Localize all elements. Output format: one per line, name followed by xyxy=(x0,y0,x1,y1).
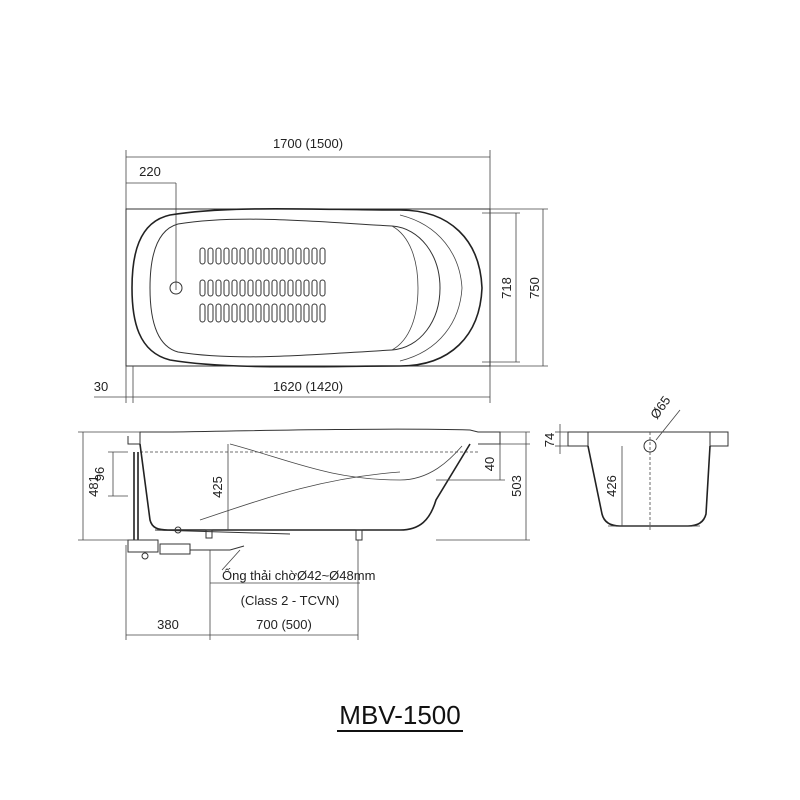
anti-slip-slot xyxy=(231,247,238,265)
anti-slip-slot xyxy=(271,303,278,323)
dim-depth-side: 425 xyxy=(210,476,225,498)
dim-end-rim: 74 xyxy=(542,433,557,447)
anti-slip-slot xyxy=(263,279,270,297)
anti-slip-slot xyxy=(223,279,230,297)
anti-slip-slot xyxy=(199,247,206,265)
anti-slip-slot xyxy=(295,279,302,297)
anti-slip-slot xyxy=(311,247,318,265)
anti-slip-slot xyxy=(303,279,310,297)
anti-slip-slot xyxy=(311,303,318,323)
anti-slip-slot xyxy=(223,247,230,265)
anti-slip-slot xyxy=(231,303,238,323)
anti-slip-slot xyxy=(239,303,246,323)
dim-drain-offset: 220 xyxy=(139,164,161,179)
drain-hole xyxy=(169,281,183,295)
dim-rim-height: 40 xyxy=(482,457,497,471)
anti-slip-slot xyxy=(271,247,278,265)
anti-slip-slot xyxy=(319,303,326,323)
dim-height-total: 481 xyxy=(86,475,101,497)
dim-support-distance: 700 (500) xyxy=(256,617,312,632)
pipe-standard: (Class 2 - TCVN) xyxy=(241,593,340,608)
anti-slip-slot xyxy=(239,279,246,297)
drain-assembly xyxy=(127,452,291,560)
end-drain-hole xyxy=(643,439,657,453)
anti-slip-slot xyxy=(303,303,310,323)
end-view: Ø65 74 426 xyxy=(542,393,729,532)
anti-slip-slot xyxy=(199,279,206,297)
anti-slip-slot xyxy=(199,303,206,323)
anti-slip-slot xyxy=(207,303,214,323)
anti-slip-slot xyxy=(215,247,222,265)
anti-slip-slot xyxy=(303,247,310,265)
anti-slip-slot xyxy=(255,279,262,297)
dim-inner-length: 1620 (1420) xyxy=(273,379,343,394)
dim-overall-length: 1700 (1500) xyxy=(273,136,343,151)
support-foot xyxy=(355,529,363,541)
anti-slip-slot xyxy=(279,247,286,265)
anti-slip-slot xyxy=(295,303,302,323)
anti-slip-slot xyxy=(319,279,326,297)
anti-slip-slot xyxy=(311,279,318,297)
anti-slip-slot xyxy=(207,279,214,297)
dim-drain-distance: 380 xyxy=(157,617,179,632)
tub-inner-outline xyxy=(149,218,441,358)
dim-inner-width: 718 xyxy=(499,277,514,299)
top-view: 1700 (1500) 220 718 750 30 1620 ( xyxy=(94,136,548,403)
anti-slip-slot xyxy=(319,247,326,265)
model-title: MBV-1500 xyxy=(0,700,800,732)
anti-slip-slot xyxy=(247,303,254,323)
dim-outer-width: 750 xyxy=(527,277,542,299)
anti-slip-slot xyxy=(239,247,246,265)
anti-slip-slot xyxy=(263,247,270,265)
dim-end-depth: 426 xyxy=(604,475,619,497)
anti-slip-slot xyxy=(255,303,262,323)
dim-height-outer: 503 xyxy=(509,475,524,497)
anti-slip-slot xyxy=(287,279,294,297)
tub-bowl-outline xyxy=(131,207,483,368)
anti-slip-slot xyxy=(215,303,222,323)
anti-slip-slot xyxy=(255,247,262,265)
support-foot xyxy=(205,529,213,539)
anti-slip-slot xyxy=(263,303,270,323)
pipe-note: Ống thải chờØ42~Ø48mm xyxy=(222,568,375,583)
side-view: 425 481 96 40 5 xyxy=(78,428,530,640)
anti-slip-slot xyxy=(287,247,294,265)
anti-slip-slot xyxy=(215,279,222,297)
anti-slip-slot xyxy=(247,247,254,265)
dim-lip: 30 xyxy=(94,379,108,394)
dim-overflow-height: 96 xyxy=(92,467,107,481)
anti-slip-slot xyxy=(223,303,230,323)
anti-slip-slot xyxy=(207,247,214,265)
dim-drain-diameter: Ø65 xyxy=(647,393,673,422)
anti-slip-slot xyxy=(279,303,286,323)
side-bowl-outline xyxy=(139,443,471,531)
model-name: MBV-1500 xyxy=(337,700,463,732)
anti-slip-slot xyxy=(279,279,286,297)
anti-slip-slot xyxy=(247,279,254,297)
anti-slip-slot xyxy=(287,303,294,323)
anti-slip-slot xyxy=(271,279,278,297)
anti-slip-slot xyxy=(231,279,238,297)
anti-slip-slot xyxy=(295,247,302,265)
anti-slip-pattern xyxy=(199,247,326,323)
